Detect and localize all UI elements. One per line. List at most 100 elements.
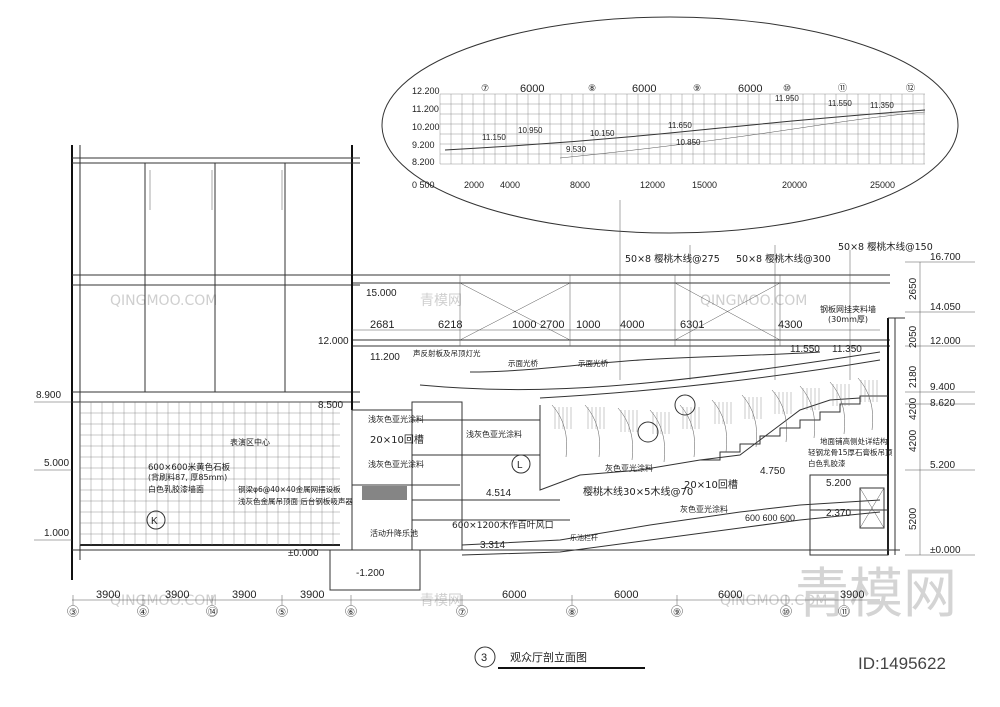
- watermark-text: QINGMOO.COM: [700, 293, 807, 309]
- axis-label: ⑪: [840, 607, 849, 617]
- dim-label: 3900: [232, 589, 256, 601]
- left-building: [71, 145, 360, 580]
- note: 钢梁φ6@40×40金属网摆设板: [238, 484, 341, 494]
- note: 声反射板及吊顶灯光: [413, 348, 481, 358]
- detail-number: 3: [481, 652, 487, 664]
- dim-label: 6301: [680, 319, 704, 331]
- ceiling-profile-line: [444, 109, 926, 151]
- beam-note: 50×8 樱桃木线@150: [838, 241, 933, 253]
- left-tile-grid: [79, 401, 340, 546]
- detail-axis: ⑨: [693, 83, 701, 93]
- dim-label: 3900: [300, 589, 324, 601]
- left-levels: 8.900 5.000 1.000: [34, 390, 72, 541]
- note: 樱桃木线30×5木线@70: [583, 485, 693, 498]
- note: 活动升降乐池: [370, 528, 418, 538]
- note: 地面铺高侧处详结构: [820, 436, 888, 446]
- detail-span: 6000: [632, 83, 656, 95]
- detail-point: 10.150: [590, 129, 615, 138]
- dim-label: 4200: [908, 429, 919, 452]
- note: 浅灰色金属吊顶面 后台钢板吸声器: [238, 496, 353, 506]
- watermark-text: 青模网: [420, 293, 462, 309]
- level-label: 5.000: [44, 458, 69, 469]
- axis-label: ③: [69, 607, 77, 617]
- title-text: 观众厅剖立面图: [510, 650, 587, 664]
- note: 轻钢龙骨15厚石膏板吊顶: [808, 447, 893, 457]
- note: 示面光桥: [508, 358, 538, 368]
- detail-axis: ⑧: [588, 83, 596, 93]
- note: 白色乳胶漆: [808, 458, 846, 468]
- note: 浅灰色亚光涂料: [466, 429, 522, 439]
- detail-axis: ⑪: [838, 83, 847, 93]
- axis-label: ⑦: [458, 607, 466, 617]
- axis-label: ④: [139, 607, 147, 617]
- note: 钢板网挂夹料墙: [820, 304, 876, 314]
- detail-x: 20000: [782, 180, 807, 190]
- detail-level: 12.200: [412, 86, 440, 96]
- level-label: 9.400: [930, 382, 955, 393]
- note: 浅灰色亚光涂料: [368, 414, 424, 424]
- note: 乐池栏杆: [570, 533, 598, 542]
- detail-level: 10.200: [412, 122, 440, 132]
- leader-labels: 50×8 樱桃木线@275 50×8 樱桃木线@300 50×8 樱桃木线@15…: [148, 200, 933, 542]
- marker-label: K: [151, 516, 158, 527]
- note: (30mm厚): [828, 315, 868, 324]
- detail-level: 9.200: [412, 140, 435, 150]
- dim-label: 2050: [908, 325, 919, 348]
- dim-label: 3900: [96, 589, 120, 601]
- dim-label: 5200: [908, 507, 919, 530]
- level-label: 8.620: [930, 398, 955, 409]
- level-label: 4.514: [486, 488, 511, 499]
- dim-label: 2681: [370, 319, 394, 331]
- detail-x: 0 500: [412, 180, 435, 190]
- note: 灰色亚光涂料: [605, 463, 653, 473]
- note: 示面光桥: [578, 358, 608, 368]
- dim-label: 2650: [908, 277, 919, 300]
- note: 20×10回槽: [370, 433, 424, 446]
- detail-point: 11.650: [668, 121, 692, 130]
- level-label: 5.200: [826, 478, 851, 489]
- right-levels: 16.700 14.050 12.000 9.400 8.620 5.200 ±…: [905, 252, 975, 556]
- dim-label: 6000: [614, 589, 638, 601]
- auditorium-section: K L: [71, 274, 905, 591]
- detail-grid: [440, 93, 925, 165]
- inner-levels: 15.000 12.000 11.200 8.500 11.550 11.350…: [288, 288, 862, 579]
- detail-point: 10.850: [676, 138, 701, 147]
- dim-label: 3900: [165, 589, 189, 601]
- detail-level: 11.200: [412, 104, 439, 114]
- level-label: 11.200: [370, 352, 400, 363]
- detail-x: 2000: [464, 180, 484, 190]
- note: 浅灰色亚光涂料: [368, 459, 424, 469]
- detail-axis: ⑩: [783, 83, 791, 93]
- marker-circle: [511, 454, 531, 474]
- top-dimensions: 2681 6218 1000 2700 1000 4000 6301 4300: [352, 319, 880, 331]
- level-label: 12.000: [930, 336, 961, 347]
- level-label: 15.000: [366, 288, 397, 299]
- dim-label: 6000: [502, 589, 526, 601]
- note: 600 600 600: [745, 513, 795, 523]
- detail-point: 11.150: [482, 133, 506, 142]
- detail-axis: ⑫: [906, 83, 915, 93]
- detail-x: 12000: [640, 180, 665, 190]
- beam-note: 50×8 樱桃木线@300: [736, 253, 831, 265]
- dim-label: 6218: [438, 319, 462, 331]
- detail-x: 8000: [570, 180, 590, 190]
- level-label: 14.050: [930, 302, 961, 313]
- level-label: 8.500: [318, 400, 343, 411]
- dim-label: 2180: [908, 365, 919, 388]
- detail-point: 11.950: [775, 94, 799, 103]
- watermark-text: QINGMOO.COM: [720, 593, 827, 609]
- level-label: 16.700: [930, 252, 961, 263]
- level-label: ±0.000: [288, 548, 319, 559]
- watermarks: QINGMOO.COM 青模网 QINGMOO.COM QINGMOO.COM …: [110, 293, 957, 625]
- dim-label: 4300: [778, 319, 802, 331]
- detail-point: 9.530: [566, 145, 587, 154]
- detail-x: 4000: [500, 180, 520, 190]
- axis-label: ⑩: [782, 607, 790, 617]
- detail-span: 6000: [520, 83, 544, 95]
- detail-axis: ⑦: [481, 83, 489, 93]
- detail-x: 25000: [870, 180, 895, 190]
- axis-label: ⑭: [208, 607, 217, 617]
- detail-point: 10.950: [518, 126, 543, 135]
- detail-x: 15000: [692, 180, 717, 190]
- dim-label: 2700: [540, 319, 564, 331]
